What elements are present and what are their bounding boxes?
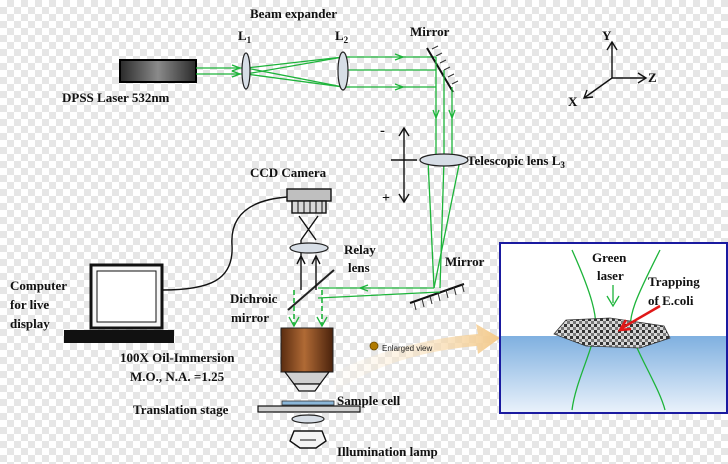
lamp-icon <box>289 430 327 449</box>
beam-down-to-telescope <box>427 57 461 289</box>
label-l2: L2 <box>335 28 349 45</box>
telescope-adjust-arrow <box>391 126 417 204</box>
label-objective-2: M.O., N.A. =1.25 <box>130 369 225 384</box>
lens-l2 <box>337 51 349 91</box>
label-objective-1: 100X Oil-Immersion <box>120 350 235 365</box>
mirror-middle <box>409 283 465 311</box>
label-computer-3: display <box>10 316 50 331</box>
label-axis-y: Y <box>602 28 612 43</box>
trapping-arrow <box>621 304 661 330</box>
label-telescopic: Telescopic lens L3 <box>467 153 565 170</box>
dichroic-mirror <box>287 269 335 311</box>
label-green-laser-2: laser <box>597 268 624 283</box>
label-dichroic-2: mirror <box>231 310 269 325</box>
enlarged-view-arrow <box>334 324 500 392</box>
label-relay-2: lens <box>348 260 370 275</box>
label-enlarged-view: Enlarged view <box>382 344 432 353</box>
beam-to-objective <box>288 290 328 328</box>
e-coli-sample <box>553 317 671 349</box>
label-beam-expander: Beam expander <box>250 6 337 21</box>
camera-cable <box>161 196 288 291</box>
objective-lens <box>280 327 334 392</box>
label-sample-cell: Sample cell <box>337 393 401 408</box>
sample-cell <box>281 400 335 406</box>
label-mirror-middle: Mirror <box>445 254 485 269</box>
label-minus: - <box>380 123 385 139</box>
label-trapping-2: of E.coli <box>648 293 694 308</box>
label-ccd-camera: CCD Camera <box>250 165 327 180</box>
label-mirror-top: Mirror <box>410 24 450 39</box>
label-illumination-lamp: Illumination lamp <box>337 444 438 459</box>
relay-lens <box>289 242 329 254</box>
label-trapping-1: Trapping <box>648 274 700 289</box>
label-l1: L1 <box>238 28 252 45</box>
enlarged-view-dot <box>369 341 379 351</box>
label-computer-1: Computer <box>10 278 67 293</box>
axes-indicator <box>582 40 648 99</box>
dpss-laser <box>119 59 197 83</box>
laser-beam-expander-path <box>196 53 436 91</box>
label-axis-z: Z <box>648 70 657 85</box>
label-translation-stage: Translation stage <box>133 402 229 417</box>
label-axis-x: X <box>568 94 578 109</box>
label-relay-1: Relay <box>344 242 376 257</box>
label-laser: DPSS Laser 532nm <box>62 90 170 105</box>
telescopic-lens-l3 <box>419 153 469 167</box>
computer-icon <box>64 263 174 343</box>
label-plus: + <box>382 191 390 206</box>
ccd-camera <box>286 188 332 214</box>
label-computer-2: for live <box>10 297 49 312</box>
imaging-path <box>296 215 321 290</box>
condenser-lens <box>291 414 325 424</box>
lens-l1 <box>241 52 251 90</box>
mirror-top <box>426 45 459 93</box>
beam-to-dichroic <box>317 284 441 299</box>
label-green-laser-1: Green <box>592 250 627 265</box>
enlarged-inset <box>499 242 728 414</box>
translation-stage <box>257 405 361 413</box>
label-dichroic-1: Dichroic <box>230 291 278 306</box>
